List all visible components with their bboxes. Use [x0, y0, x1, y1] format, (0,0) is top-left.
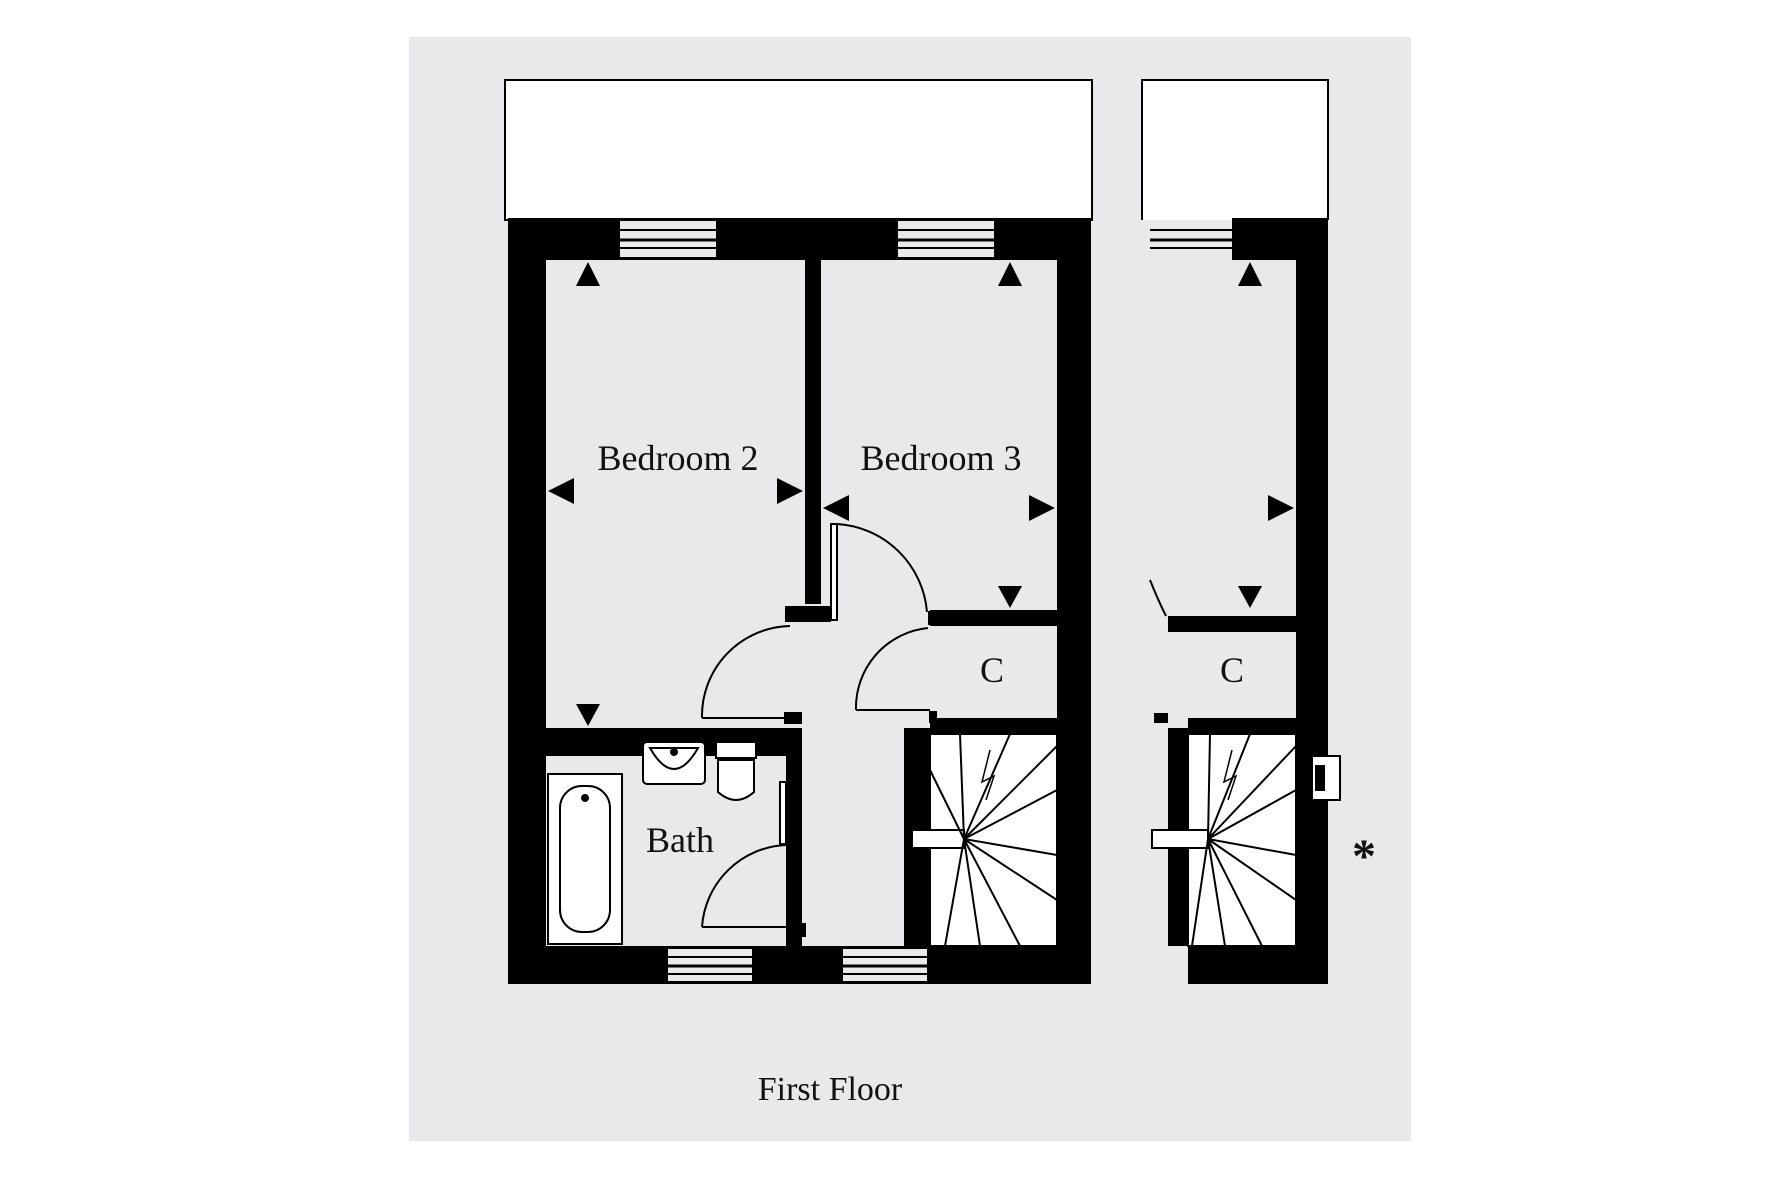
side-unit-details: [1149, 221, 1341, 947]
label-cupboard-main: C: [980, 650, 1004, 690]
dimension-arrows-side: [1238, 262, 1294, 608]
label-bedroom-2: Bedroom 2: [598, 438, 759, 478]
toilet-bowl: [717, 759, 755, 801]
marker-asterisk: *: [1352, 830, 1376, 883]
roof-outline-main: [504, 79, 1093, 221]
bath-fixtures: [547, 741, 757, 945]
roof-outline-side: [1141, 79, 1329, 220]
toilet-cistern: [715, 741, 757, 759]
exterior-walls-side: [1154, 218, 1328, 984]
label-bath: Bath: [646, 820, 714, 860]
windows-main: [620, 221, 994, 981]
label-cupboard-side: C: [1220, 650, 1244, 690]
doors-main: [700, 523, 937, 937]
dimension-arrows-main: [548, 262, 1055, 726]
label-bedroom-3: Bedroom 3: [861, 438, 1022, 478]
staircase-main: [911, 733, 1058, 947]
plan-title: First Floor: [758, 1071, 903, 1108]
